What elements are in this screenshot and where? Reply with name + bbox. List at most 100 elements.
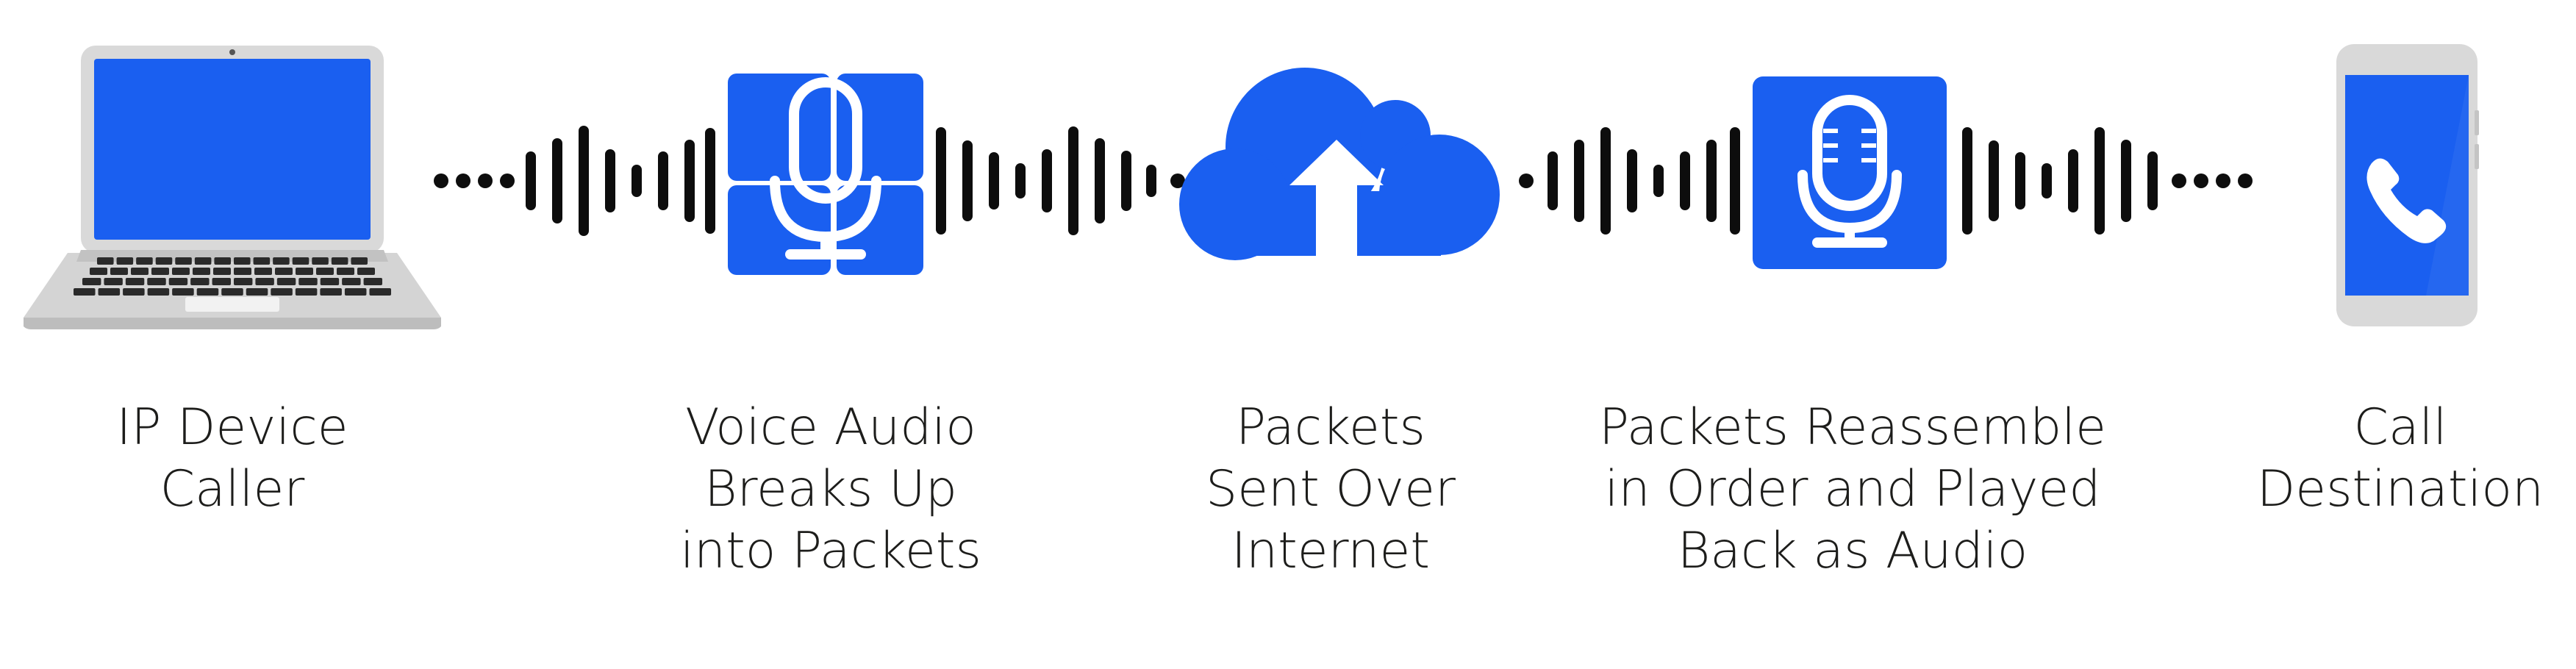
wave-dot [434,173,448,188]
wave-bar [1653,165,1664,197]
wave-bar [526,151,536,210]
keyboard-key [98,288,121,296]
wave-bar [1146,165,1156,197]
cloud-upload-icon [1179,68,1500,260]
wave-dot [2238,173,2253,188]
keyboard-key [125,278,145,285]
keyboard-key [136,257,153,265]
wave-bar [1962,127,1972,235]
keyboard-key [172,288,194,296]
wave-bar [1627,149,1637,212]
keyboard-key [276,278,296,285]
wave-bar [1730,127,1740,235]
wave-bar [1989,140,1999,221]
wave-bar [1680,151,1690,210]
wave-dot [2172,173,2186,188]
wave-dot [456,173,471,188]
keyboard-key [194,257,212,265]
keyboard-key [255,278,274,285]
keyboard-key [193,268,210,275]
keyboard-key [273,257,290,265]
wave-bar [1548,151,1558,210]
keyboard-key [331,257,348,265]
phone-handset-icon [2366,158,2447,243]
wave-bar [962,140,973,221]
keyboard-key [172,268,190,275]
wave-bar [605,149,615,212]
keyboard-key [104,278,123,285]
wave-bar [1121,151,1131,211]
keyboard-key [234,278,253,285]
keyboard-key [221,288,243,296]
wave-dot [478,173,493,188]
keyboard-key [369,288,391,296]
keyboard-key [344,288,367,296]
fragmented-microphone-icon [720,68,934,281]
step-label-voice-audio: Voice Audio Breaks Up into Packets [680,398,981,580]
keyboard-key [213,268,231,275]
keyboard-key [254,268,272,275]
wave-dot [1170,173,1185,188]
keyboard-key [97,257,114,265]
wave-bar [1600,127,1611,235]
keyboard-key [351,257,368,265]
laptop-icon [24,46,441,329]
keyboard-key [320,278,340,285]
keyboard-key [175,257,192,265]
keyboard-key [316,268,334,275]
wave-bar [2015,152,2025,210]
keyboard-key [190,278,210,285]
keyboard-key [296,268,313,275]
wave-bar [1706,140,1717,222]
wave-bar [579,126,589,236]
keyboard-key [212,278,231,285]
wave-bar [1068,126,1078,235]
keyboard-key [151,268,169,275]
keyboard-key [131,268,149,275]
keyboard-key [342,278,361,285]
wave-bar [2121,140,2131,222]
keyboard-key [320,288,342,296]
keyboard-key [147,288,170,296]
wave-dot [2216,173,2230,188]
keyboard-key [234,257,251,265]
keyboard-key [253,257,271,265]
wave-dot [1519,173,1534,188]
wave-bar [1015,163,1026,198]
keyboard-key [234,268,251,275]
smartphone-call-icon [2336,44,2479,326]
wave-bar [552,138,562,223]
keyboard-key [196,288,219,296]
wave-bar [684,140,695,222]
keyboard-key [275,268,293,275]
step-label-call-destination: Call Destination [2256,398,2544,518]
keyboard-key [298,278,318,285]
wave-bar [2068,149,2078,212]
wave-bar [1095,138,1105,223]
wave-bar [2147,151,2158,210]
wave-bar [936,127,946,235]
keyboard-key [271,288,293,296]
wave-bar [989,152,999,210]
keyboard-key [155,257,173,265]
step-label-ip-device-caller: IP Device Caller [116,398,348,518]
wave-bar [1042,149,1052,212]
keyboard-key [214,257,231,265]
microphone-icon [1753,76,1947,269]
keyboard-key [147,278,166,285]
wave-dot [500,173,515,188]
keyboard-key [246,288,268,296]
wave-bar [1574,140,1584,222]
keyboard-key [357,268,375,275]
keyboard-key [123,288,145,296]
keyboard-key [116,257,134,265]
keyboard-key [337,268,354,275]
keyboard-key [292,257,310,265]
keyboard-key [312,257,329,265]
step-label-packets-reassemble: Packets Reassemble in Order and Played B… [1598,398,2107,580]
wave-bar [658,151,668,210]
keyboard-key [74,288,96,296]
step-label-packets-sent: Packets Sent Over Internet [1206,398,1456,580]
wave-bar [705,128,715,234]
